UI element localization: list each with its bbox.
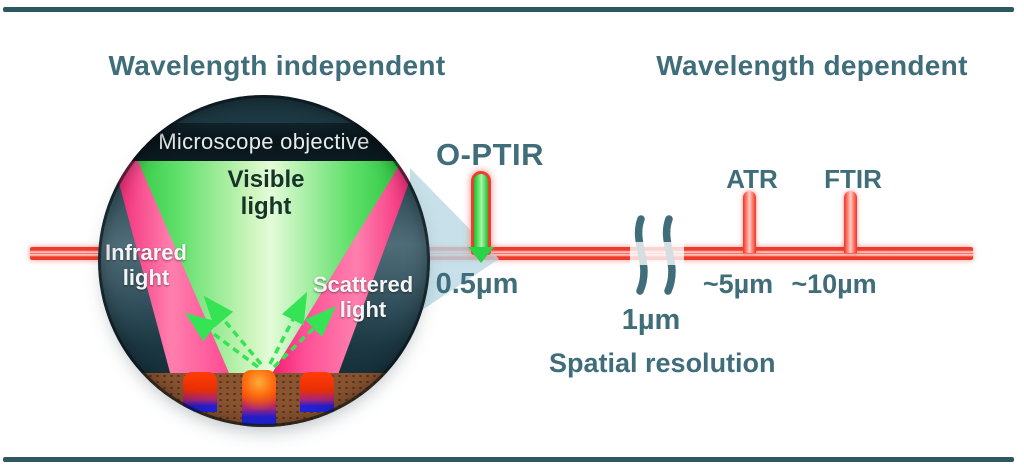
axis-title: Spatial resolution [549, 348, 776, 378]
scattered-arrows [185, 291, 336, 369]
infrared-light-cone [113, 161, 417, 380]
sample-bump [242, 370, 276, 425]
atr-resolution-label: ~5µm [702, 269, 774, 299]
bottom-divider [3, 457, 1014, 462]
atr-label: ATR [726, 164, 778, 194]
scatter-arrow [272, 306, 336, 369]
ftir-label: FTIR [824, 164, 882, 194]
heading-wavelength-dependent: Wavelength dependent [656, 50, 968, 81]
visible-light-label: Visible light [227, 166, 305, 220]
scatter-arrow [203, 295, 263, 366]
heading-wavelength-independent: Wavelength independent [108, 50, 446, 81]
optir-resolution-label: 0.5µm [435, 268, 519, 300]
optir-arrow-down [468, 247, 494, 263]
visible-light-cone [138, 161, 402, 380]
ftir-resolution-label: ~10µm [791, 269, 877, 299]
top-divider [3, 7, 1014, 12]
scatter-arrow [268, 291, 308, 365]
axis-break-gap [630, 242, 684, 265]
objective-label: Microscope objective [158, 129, 370, 154]
sample-bump [300, 372, 334, 412]
atr-tick [743, 191, 756, 253]
optir-label: O-PTIR [435, 137, 545, 172]
microscope-inset-circle: Microscope objective Visible light Infra… [98, 95, 430, 427]
optir-tick [471, 171, 491, 255]
infrared-light-label: Infrared light [105, 240, 187, 290]
scattered-light-label: Scattered light [312, 272, 414, 322]
break-resolution-label: 1µm [621, 304, 681, 336]
scatter-arrow [185, 312, 260, 369]
ftir-tick [844, 191, 857, 253]
sample-bump [183, 372, 217, 412]
